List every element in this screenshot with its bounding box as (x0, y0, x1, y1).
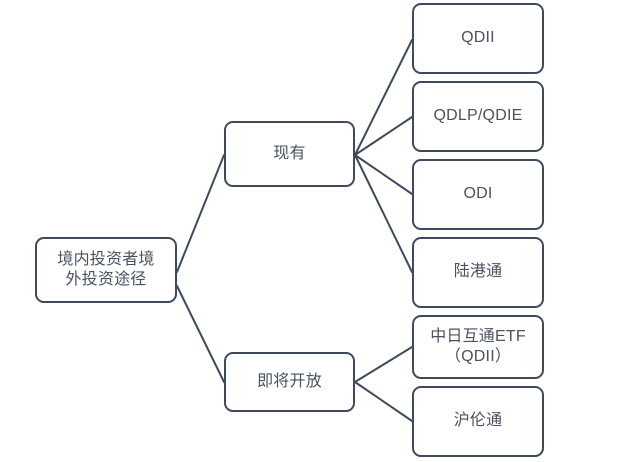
node-leaf-odi[interactable]: ODI (412, 159, 544, 230)
node-leaf-lugangtong[interactable]: 陆港通 (412, 237, 544, 308)
edge-existing-to-qdlp (354, 116, 413, 156)
node-leaf-huluntong[interactable]: 沪伦通 (412, 386, 544, 457)
node-root[interactable]: 境内投资者境 外投资途径 (35, 237, 177, 303)
edge-existing-to-qdii (354, 39, 413, 156)
edge-upcoming-to-cnjp (354, 346, 413, 383)
node-branch-upcoming[interactable]: 即将开放 (224, 352, 355, 412)
edge-root-to-upcoming (176, 285, 225, 383)
node-branch-existing[interactable]: 现有 (224, 121, 355, 187)
edge-existing-to-lgt (354, 154, 413, 273)
edge-root-to-existing (176, 154, 225, 273)
edge-existing-to-odi (354, 154, 413, 195)
node-leaf-qdii[interactable]: QDII (412, 3, 544, 74)
node-leaf-qdlp-qdie[interactable]: QDLP/QDIE (412, 81, 544, 152)
edge-upcoming-to-hlt (354, 381, 413, 422)
node-leaf-china-japan-etf[interactable]: 中日互通ETF （QDII） (412, 315, 544, 379)
